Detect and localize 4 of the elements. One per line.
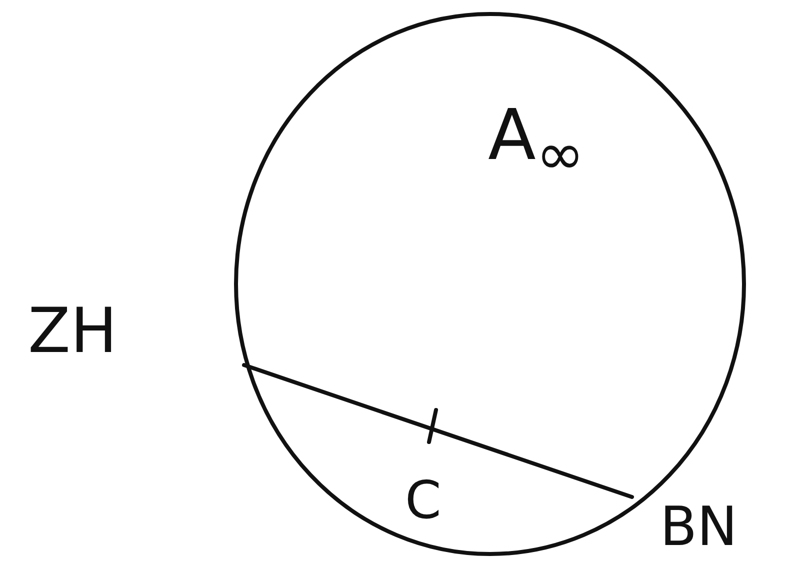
region-label: A$_{∞}$ (488, 100, 584, 184)
point-label: C (405, 475, 442, 527)
point-label: ZH (28, 300, 118, 362)
point-label: BN (660, 500, 738, 554)
